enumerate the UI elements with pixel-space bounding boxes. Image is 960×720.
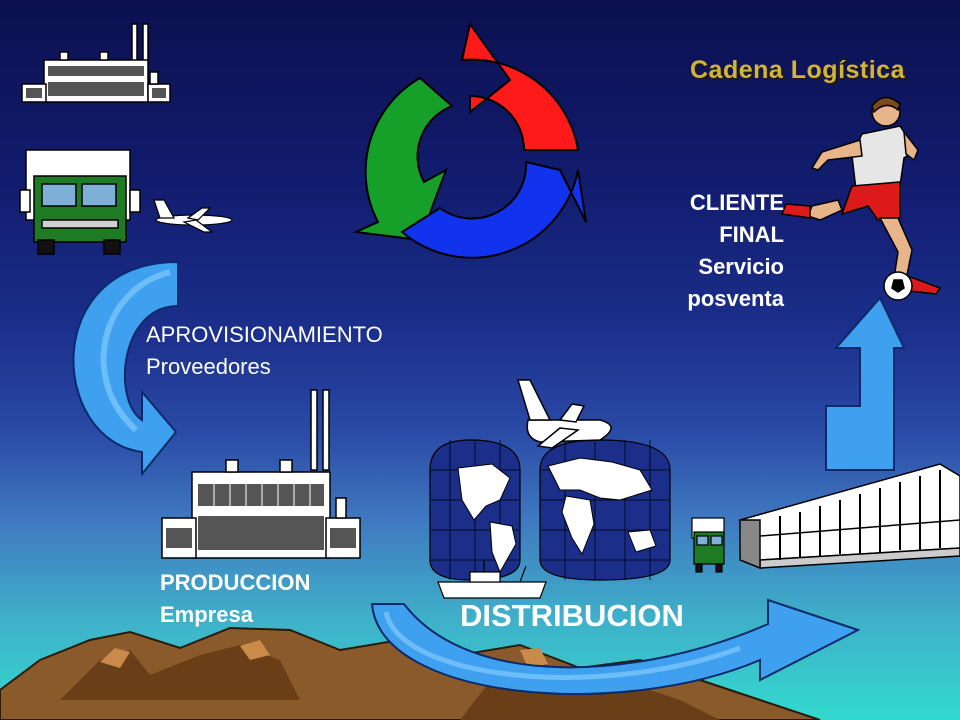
empresa-label: Empresa bbox=[160, 602, 253, 627]
cliente-label: CLIENTE bbox=[689, 190, 784, 215]
final-label: FINAL bbox=[719, 222, 784, 247]
aprovisionamiento-label: APROVISIONAMIENTO bbox=[146, 322, 383, 347]
servicio-label: Servicio bbox=[698, 254, 784, 279]
distribucion-label: DISTRIBUCION bbox=[460, 598, 684, 633]
produccion-label: PRODUCCION bbox=[160, 570, 311, 595]
posventa-label: posventa bbox=[687, 286, 784, 311]
slide-title: Cadena Logística bbox=[690, 56, 905, 84]
proveedores-label: Proveedores bbox=[146, 354, 271, 379]
